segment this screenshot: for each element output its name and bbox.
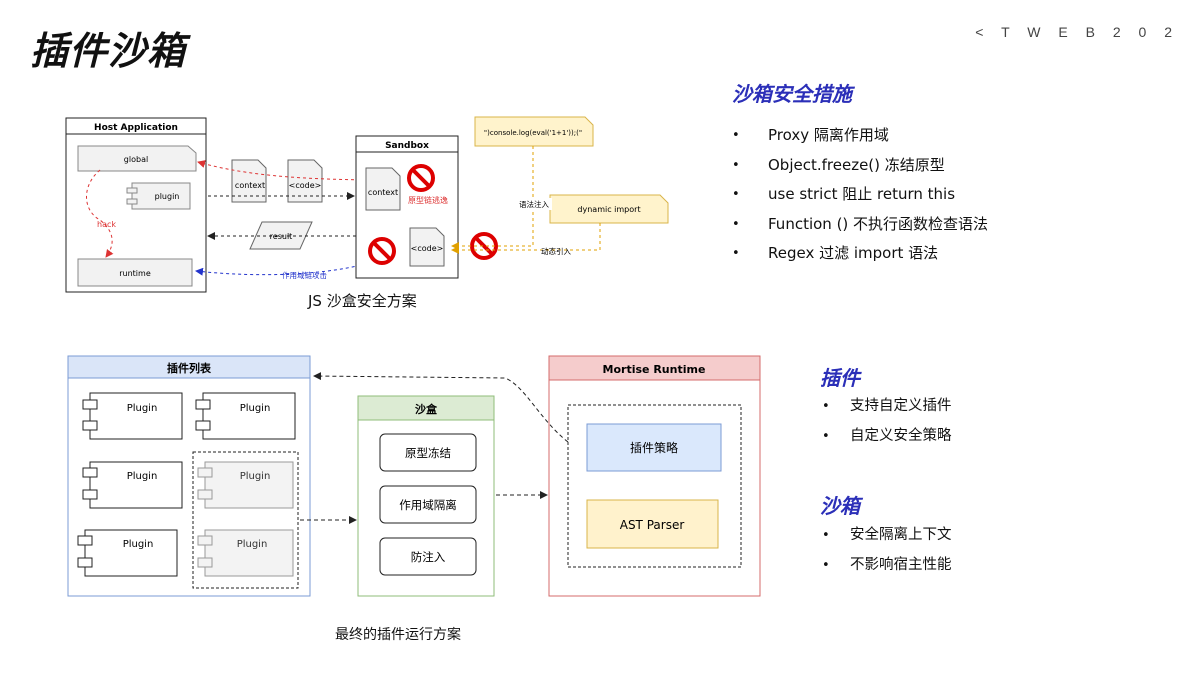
mortise-runtime-box [548, 355, 761, 597]
sandbox-title: 沙盒 [415, 402, 438, 416]
scope-attack-arrow [195, 261, 373, 276]
inject-code-note [474, 116, 594, 147]
runtime-box [77, 258, 193, 287]
hack-label: hack [97, 220, 116, 229]
sandbox-feature-item: 安全隔离上下文 [820, 521, 952, 551]
plugin-heading: 插件 [820, 366, 860, 390]
plugin-list-title: 插件列表 [167, 361, 212, 375]
plugin-label: Plugin [237, 539, 268, 550]
plugin-label: Plugin [127, 403, 158, 414]
host-title: Host Application [94, 123, 178, 133]
plugin-component: Plugin [197, 461, 294, 509]
diagram1-caption: JS 沙盒安全方案 [308, 292, 417, 310]
measure-item: use strict 阻止 return this [730, 180, 988, 210]
measure-item: Proxy 隔离作用域 [730, 121, 988, 151]
code-doc [287, 159, 323, 203]
sandbox-context-doc [365, 167, 401, 211]
inject-code-label: ")console.log(eval('1+1'));(" [484, 129, 582, 137]
brand-label: < T W E B 2 0 2 [975, 24, 1179, 40]
runtime-label: runtime [119, 269, 151, 278]
plugin-feature-item: 自定义安全策略 [820, 422, 952, 452]
sandbox-item [379, 537, 477, 576]
proto-escape-label: 原型链逃逸 [408, 195, 448, 205]
plugin-component: Plugin [195, 392, 296, 440]
sandbox-context-label: context [368, 188, 398, 197]
plugin-component: Plugin [82, 461, 183, 509]
runtime-title: Mortise Runtime [603, 363, 706, 376]
sandbox-heading: 沙箱 [820, 494, 860, 518]
measures-heading: 沙箱安全措施 [732, 82, 852, 106]
blocked-icon [368, 237, 396, 265]
plugin-component [131, 182, 191, 210]
diagram2-caption: 最终的插件运行方案 [335, 627, 461, 643]
plugin-runtime-diagram: 插件列表 Plugin Plugin Plugin Plugin Plugin … [67, 355, 761, 597]
measure-item: Function () 不执行函数检查语法 [730, 210, 988, 240]
strategy-box [586, 423, 722, 472]
page-title: 插件沙箱 [30, 29, 187, 73]
sandbox-item-label: 原型冻结 [405, 446, 451, 460]
global-shape [77, 145, 197, 172]
sandbox-item-label: 作用域隔离 [399, 498, 457, 512]
sandbox-title: Sandbox [385, 141, 429, 151]
ast-parser-box [586, 499, 719, 549]
js-sandbox-diagram: Host Application global plugin runtime h… [65, 116, 669, 293]
measure-item: Regex 过滤 import 语法 [730, 239, 988, 269]
plugin-label: Plugin [123, 539, 154, 550]
plugin-feature-list: 支持自定义插件 自定义安全策略 [820, 392, 952, 451]
sandbox-item [379, 485, 477, 524]
sandbox-feature-item: 不影响宿主性能 [820, 551, 952, 581]
strategy-label: 插件策略 [630, 440, 678, 455]
plugin-label: Plugin [240, 403, 271, 414]
dynamic-load-arrow [451, 223, 601, 254]
plugin-label: plugin [155, 192, 180, 201]
sandbox-item [379, 433, 477, 472]
plugin-component: Plugin [77, 529, 178, 577]
global-label: global [124, 155, 148, 164]
plugin-component: Plugin [82, 392, 183, 440]
dynamic-load-label: 动态引入 [541, 246, 571, 256]
context-doc-label: context [235, 181, 265, 190]
context-doc [231, 159, 267, 203]
plugin-label: Plugin [127, 471, 158, 482]
sandbox-feature-list: 安全隔离上下文 不影响宿主性能 [820, 521, 952, 580]
blocked-icon [470, 232, 498, 260]
dynamic-import-note [549, 194, 669, 224]
blocked-icon [407, 164, 435, 192]
sandbox-code-label: <code> [411, 244, 444, 253]
plugin-feature-item: 支持自定义插件 [820, 392, 952, 422]
sandboxed-plugins-group [192, 451, 299, 589]
measure-item: Object.freeze() 冻结原型 [730, 151, 988, 181]
syntax-inject-arrow [451, 146, 534, 250]
scope-attack-label: 作用域链攻击 [282, 270, 327, 280]
ast-parser-label: AST Parser [620, 518, 685, 532]
sandbox-code-doc [409, 227, 445, 267]
plugin-label: Plugin [240, 471, 271, 482]
runtime-inner-group [567, 404, 742, 568]
sandbox-item-label: 防注入 [411, 550, 446, 564]
syntax-inject-label: 语法注入 [519, 199, 549, 209]
dynamic-import-label: dynamic import [577, 205, 640, 214]
plugin-component: Plugin [197, 529, 294, 577]
measures-list: Proxy 隔离作用域 Object.freeze() 冻结原型 use str… [730, 121, 988, 269]
code-doc-label: <code> [289, 181, 322, 190]
